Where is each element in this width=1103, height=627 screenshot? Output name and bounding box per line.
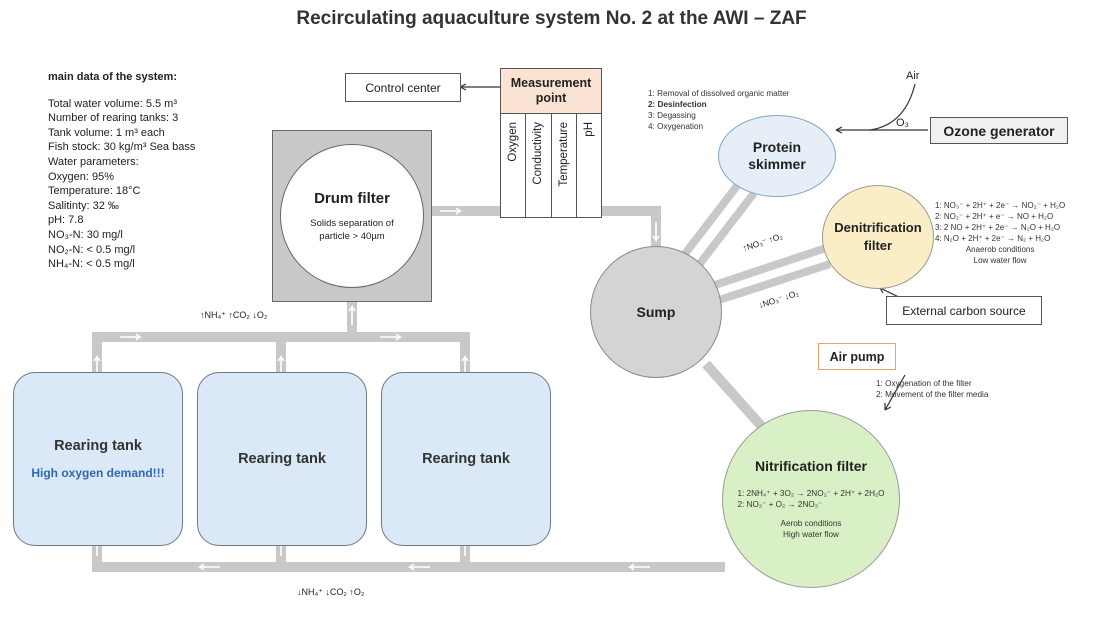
external-carbon-box: External carbon source [886,296,1042,325]
oxygen-demand-note: High oxygen demand!!! [31,466,165,480]
sensor-oxygen: Oxygen [501,114,527,218]
denitrification-reactions: 1: NO₃⁻ + 2H⁺ + 2e⁻ → NO₂⁻ + H₂O 2: NO₂⁻… [935,201,1066,265]
bottom-pipe-label: ↓NH₄⁺ ↓CO₂ ↑O₂ [297,587,365,597]
external-carbon-label: External carbon source [902,303,1026,318]
system-data-line: NO₃-N: 30 mg/l [48,228,123,241]
sensor-conductivity: Conductivity [526,114,552,218]
air-pump-label: Air pump [829,349,885,364]
control-center-box: Control center [345,73,461,102]
sump-label: Sump [636,304,676,320]
top-pipe-label: ↑NH₄⁺ ↑CO₂ ↓O₂ [200,310,268,320]
drum-filter: Drum filter Solids separation of particl… [272,130,432,302]
drum-filter-circle: Drum filter Solids separation of particl… [280,144,424,288]
system-data-line: Temperature: 18°C [48,185,141,198]
drum-filter-desc: Solids separation of particle > 40µm [310,217,394,242]
page-title: Recirculating aquaculture system No. 2 a… [296,8,807,29]
air-label: Air [906,70,920,82]
air-pump-box: Air pump [818,343,896,370]
ozone-generator-label: Ozone generator [943,122,1055,139]
system-data-line: Water parameters: [48,155,139,168]
nitrification-conditions: Aerob conditions High water flow [780,519,842,539]
system-data-line: Tank volume: 1 m³ each [48,126,165,139]
control-center-label: Control center [365,80,441,95]
drum-filter-title: Drum filter [314,189,390,207]
measurement-point: Measurement point Oxygen Conductivity Te… [500,68,602,218]
rearing-tank-3: Rearing tank [381,372,551,546]
protein-skimmer-title: Protein skimmer [748,139,806,172]
system-data-line: Fish stock: 30 kg/m³ Sea bass [48,141,196,154]
sensor-ph: pH [582,122,595,137]
system-data-line: NH₄-N: < 0.5 mg/l [48,258,135,271]
system-data-heading: main data of the system: [48,71,177,83]
denitrification-filter: Denitrification filter [822,185,934,289]
protein-skimmer-notes: 1: Removal of dissolved organic matter 2… [648,89,790,131]
system-data-line: Oxygen: 95% [48,170,115,183]
o3-label: O₃ [896,117,910,129]
nitrification-title: Nitrification filter [754,458,867,474]
sensor-temperature: Temperature [552,114,577,218]
rearing-tank-1: Rearing tank High oxygen demand!!! [13,372,183,546]
system-data-line: pH: 7.8 [48,214,84,227]
system-data-panel: main data of the system: Total water vol… [48,70,195,272]
system-data-line: Salitinty: 32 ‰ [48,199,119,212]
protein-skimmer: Protein skimmer [718,115,836,197]
ozone-generator-box: Ozone generator [930,117,1068,144]
rearing-tank-2: Rearing tank [197,372,367,546]
nitrification-reactions: 1: 2NH₄⁺ + 3O₂ → 2NO₂⁻ + 2H⁺ + 2H₂O 2: N… [737,489,885,509]
air-pump-notes: 1: Oxygenation of the filter 2: Movement… [876,379,989,399]
system-data-line: Total water volume: 5.5 m³ [48,97,177,110]
system-data-line: Number of rearing tanks: 3 [48,112,179,125]
nitrification-filter: Nitrification filter 1: 2NH₄⁺ + 3O₂ → 2N… [722,410,900,588]
sump: Sump [590,246,722,378]
denitrification-title: Denitrification filter [834,220,922,253]
measurement-point-title: Measurement point [501,69,601,114]
system-data-line: NO₂-N: < 0.5 mg/l [48,243,136,256]
